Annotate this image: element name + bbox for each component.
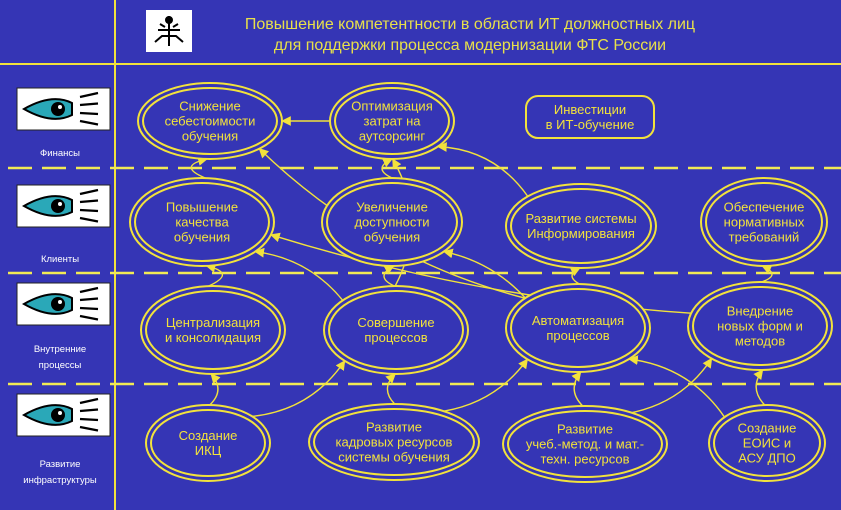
lane-label: Внутренние bbox=[34, 344, 86, 355]
arrow-edu-resources-to-automation bbox=[571, 371, 584, 407]
eye-icon bbox=[16, 184, 111, 228]
node-label: Оптимизация bbox=[351, 99, 433, 114]
node-label: Создание bbox=[179, 428, 238, 443]
arrow-improvement-to-access bbox=[383, 265, 395, 287]
arrow-informing-to-outsourcing bbox=[436, 142, 529, 197]
arrow-improvement-to-quality bbox=[254, 247, 344, 301]
arrow-iks-to-improvement bbox=[252, 360, 346, 418]
node-label: Развитие системы bbox=[525, 211, 636, 226]
node-label: нормативных bbox=[724, 215, 805, 230]
node-label: и консолидация bbox=[165, 330, 261, 345]
node-label: Инвестиции bbox=[554, 102, 626, 117]
lane-clients: Клиенты bbox=[16, 184, 111, 265]
node-label: обучения bbox=[182, 129, 238, 144]
node-label: Автоматизация bbox=[532, 313, 624, 328]
diagram-title-line1: Повышение компетентности в области ИТ до… bbox=[245, 16, 695, 33]
node-label: процессов bbox=[546, 328, 609, 343]
node-label: Информирования bbox=[527, 226, 635, 241]
arrow-eois-to-automation bbox=[628, 355, 726, 418]
node-label: Снижение bbox=[179, 99, 240, 114]
node-label: в ИТ-обучение bbox=[546, 117, 635, 132]
eye-icon bbox=[16, 393, 111, 437]
node-label: Централизация bbox=[166, 315, 260, 330]
nodes: СнижениесебестоимостиобученияОптимизация… bbox=[129, 82, 833, 483]
arrow-automation-to-informing bbox=[569, 267, 581, 285]
arrow-personnel-to-automation bbox=[443, 358, 528, 412]
arrow-access-to-outsourcing bbox=[381, 158, 393, 179]
node-label: Повышение bbox=[166, 200, 238, 215]
node-label: системы обучения bbox=[338, 450, 450, 465]
lane-label: Клиенты bbox=[41, 254, 79, 265]
node-label: АСУ ДПО bbox=[738, 451, 795, 466]
lane-label: Финансы bbox=[40, 148, 80, 159]
node-label: обучения bbox=[364, 230, 420, 245]
lane-internal: Внутренние процессы bbox=[16, 282, 111, 371]
arrow-personnel-to-improvement bbox=[385, 373, 396, 405]
arrow-automation-to-access bbox=[442, 248, 526, 299]
node-label: Увеличение bbox=[356, 200, 428, 215]
arrow-eois-to-new-forms bbox=[753, 369, 766, 406]
node-label: кадровых ресурсов bbox=[336, 435, 453, 450]
title-logo bbox=[146, 10, 192, 52]
eye-icon bbox=[16, 87, 111, 131]
eye-icon bbox=[16, 282, 111, 326]
lane-label: Развитие bbox=[40, 459, 81, 470]
node-label: аутсорсинг bbox=[359, 129, 425, 144]
arrow-new-forms-to-normative bbox=[761, 265, 773, 283]
node-label: затрат на bbox=[363, 114, 421, 129]
node-label: ИКЦ bbox=[195, 443, 222, 458]
node-label: доступности bbox=[354, 215, 429, 230]
node-label: учеб.-метод. и мат.- bbox=[526, 437, 644, 452]
node-label: Обеспечение bbox=[724, 200, 805, 215]
node-label: обучения bbox=[174, 230, 230, 245]
lane-finance: Финансы bbox=[16, 87, 111, 159]
lane-label: процессы bbox=[39, 360, 82, 371]
arrow-quality-to-cost-reduction bbox=[190, 156, 208, 179]
node-label: Внедрение bbox=[727, 304, 794, 319]
node-label: процессов bbox=[364, 330, 427, 345]
arrows bbox=[190, 116, 773, 418]
lane-infra: Развитие инфраструктуры bbox=[16, 393, 111, 486]
node-label: Развитие bbox=[366, 420, 422, 435]
node-label: качества bbox=[175, 215, 229, 230]
node-label: Создание bbox=[738, 421, 797, 436]
node-label: новых форм и bbox=[717, 319, 803, 334]
node-label: методов bbox=[735, 334, 785, 349]
arrow-iks-to-centralization bbox=[209, 373, 221, 406]
node-label: Совершение bbox=[357, 315, 434, 330]
node-label: ЕОИС и bbox=[743, 436, 791, 451]
node-label: техн. ресурсов bbox=[541, 452, 630, 467]
lane-label: инфраструктуры bbox=[23, 475, 97, 486]
node-label: Развитие bbox=[557, 422, 613, 437]
arrow-centralization-to-quality bbox=[205, 263, 224, 287]
node-label: себестоимости bbox=[165, 114, 256, 129]
arrow-edu-resources-to-new-forms bbox=[631, 357, 713, 414]
node-label: требований bbox=[729, 230, 800, 245]
diagram-title-line2: для поддержки процесса модернизации ФТС … bbox=[274, 37, 666, 54]
